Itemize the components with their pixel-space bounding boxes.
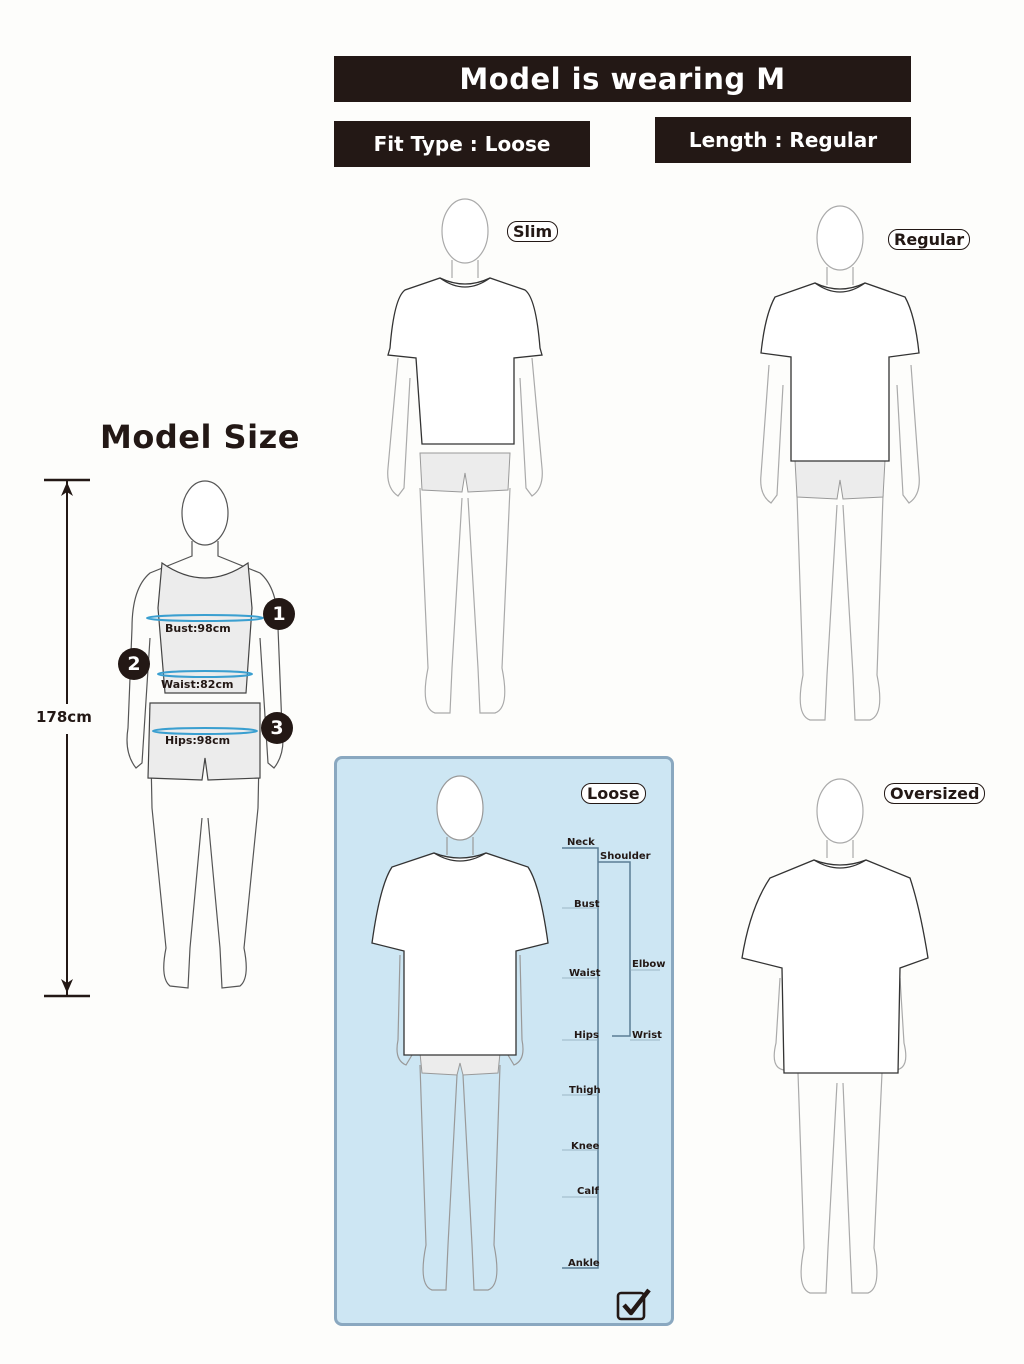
oversized-fit-figure-illustration — [741, 778, 929, 1294]
measure-point-elbow: Elbow — [632, 959, 666, 970]
regular-fit-figure-illustration — [760, 205, 920, 721]
checkbox-checked-icon — [616, 1288, 651, 1321]
fit-label-regular: Regular — [888, 229, 971, 250]
waist-number-badge: 2 — [118, 648, 150, 680]
model-height-label: 178cm — [36, 706, 92, 728]
loose-fit-figure-illustration — [371, 775, 549, 1291]
height-arrow-icon — [44, 478, 90, 998]
measure-point-wrist: Wrist — [632, 1030, 662, 1041]
measure-point-bust: Bust — [574, 899, 600, 910]
fit-label-oversized: Oversized — [884, 783, 986, 804]
waist-measurement: Waist:82cm — [161, 678, 234, 691]
measure-guide-lines — [562, 847, 660, 1269]
slim-fit-figure-illustration — [387, 198, 543, 714]
model-wearing-size-banner: Model is wearing M — [334, 56, 911, 102]
fit-type-banner: Fit Type : Loose — [334, 121, 590, 167]
bust-number-badge: 1 — [263, 598, 295, 630]
model-figure-illustration — [126, 480, 284, 989]
measure-point-calf: Calf — [577, 1186, 599, 1197]
bust-measurement: Bust:98cm — [165, 622, 231, 635]
fit-label-slim: Slim — [507, 221, 559, 242]
measure-point-waist: Waist — [569, 968, 601, 979]
hips-measurement: Hips:98cm — [165, 734, 231, 747]
model-size-title: Model Size — [100, 418, 300, 456]
measure-point-thigh: Thigh — [569, 1085, 601, 1096]
fit-label-loose: Loose — [581, 783, 646, 804]
length-banner: Length : Regular — [655, 117, 911, 163]
measure-point-shoulder: Shoulder — [600, 851, 651, 862]
measure-point-knee: Knee — [571, 1141, 600, 1152]
measure-point-ankle: Ankle — [568, 1258, 600, 1269]
measure-point-hips: Hips — [574, 1030, 599, 1041]
measure-point-neck: Neck — [567, 837, 595, 848]
hips-number-badge: 3 — [261, 712, 293, 744]
